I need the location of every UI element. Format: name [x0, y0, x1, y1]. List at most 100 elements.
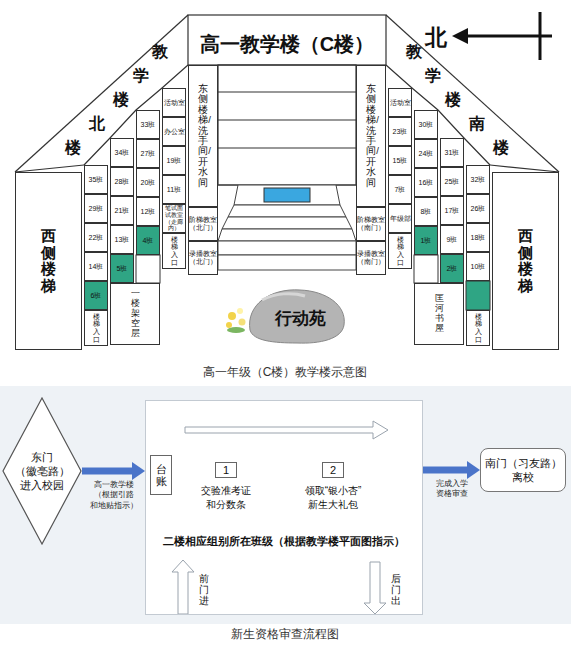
platform	[234, 185, 340, 205]
node-text: 17班	[445, 207, 460, 214]
room-cell: 录播教室（北门）	[188, 241, 218, 275]
node-text: 9班	[447, 236, 458, 243]
node-text: 34班	[115, 149, 130, 156]
node-text: 33班	[141, 121, 156, 128]
edge-label: 高一教学楼 （根据引路 和地贴指示）	[85, 480, 142, 511]
node-text: 楼梯入口	[171, 236, 178, 267]
room-cell: 6班	[84, 281, 108, 310]
room-cell: 楼梯入口	[162, 233, 186, 269]
node-text: 10班	[471, 263, 486, 270]
stair-step	[218, 229, 356, 241]
room-cell: 录播教室（南门）	[356, 241, 386, 275]
stair-step	[228, 205, 346, 217]
node-text: 14班	[89, 263, 104, 270]
hollow-arrow	[172, 560, 194, 614]
box-fill	[145, 400, 423, 615]
room-cell: 30班	[414, 110, 438, 139]
node-text: 年级部	[390, 215, 411, 222]
node-text: 2	[330, 464, 336, 477]
room-cell: 一楼架空层	[110, 283, 160, 345]
node-text: 35班	[89, 176, 104, 183]
stair-step	[218, 255, 356, 270]
room-cell: 1班	[414, 226, 438, 255]
room-cell: 34班	[110, 138, 134, 167]
room-cell: 2班	[440, 254, 464, 283]
flower	[228, 312, 236, 320]
node-text: 29班	[89, 205, 104, 212]
room-cell: 16班	[414, 168, 438, 197]
arrow-shaft	[82, 468, 134, 475]
node-text: 东门 （徽亳路） 进入校园	[13, 450, 70, 493]
node-text: 25班	[445, 178, 460, 185]
building-band: 高一教学楼（C楼）	[188, 25, 386, 63]
room-cell: 19班	[162, 146, 186, 175]
node-text: 22班	[89, 234, 104, 241]
arrow-head	[467, 461, 480, 479]
room-cell: 5班	[110, 254, 134, 283]
area-label: 教	[152, 42, 168, 63]
room-cell: 东侧楼梯/洗手间/开水间	[356, 65, 386, 207]
node-text: 32班	[471, 176, 486, 183]
step-box: 台账	[150, 455, 172, 495]
node-text: 2班	[447, 265, 458, 272]
area-label: 教	[406, 42, 422, 63]
room-cell: 20班	[136, 168, 160, 197]
node-text: 西侧楼梯	[41, 228, 56, 294]
room-cell: 22班	[84, 223, 108, 252]
arrow-head	[132, 462, 145, 480]
node-text: 15班	[393, 157, 408, 164]
room-cell: 楼梯入口	[388, 233, 412, 269]
node-text: 12班	[141, 208, 156, 215]
area-label: 北	[89, 114, 105, 135]
roof-line	[490, 165, 559, 172]
room-cell: 楼梯入口	[84, 310, 108, 346]
room-cell: 9班	[440, 225, 464, 254]
node-text: 东侧楼梯/洗手间/开水间	[198, 84, 208, 188]
node-text: 楼梯入口	[93, 313, 100, 344]
node-text: 16班	[419, 179, 434, 186]
roof-band	[188, 15, 386, 65]
node-text: 26班	[471, 205, 486, 212]
area-label: 行动苑	[275, 307, 326, 330]
room-cell: 17班	[440, 196, 464, 225]
end-box: 南门（习友路） 离校	[480, 448, 566, 492]
area-label: 楼	[445, 90, 461, 111]
process-box: 二楼相应组别所在班级（根据教学楼平面图指示）台账1交验准考证 和分数条2领取“银…	[145, 400, 423, 615]
room-cell: 15班	[388, 146, 412, 175]
room-cell: 4班	[136, 226, 160, 255]
floor-line	[218, 147, 356, 148]
stair-step	[218, 241, 356, 255]
room-cell: 匡河书屋	[414, 283, 464, 345]
node-text: 19班	[167, 157, 182, 164]
caption: 高一年级（C楼）教学楼示意图	[203, 364, 368, 381]
node-text: 21班	[115, 207, 130, 214]
node-text: 台账	[156, 463, 167, 487]
node-text: 阶梯教室（南门）	[357, 216, 385, 232]
area-label: 学	[425, 66, 441, 87]
node-text: 11班	[167, 186, 181, 193]
node-text: 4班	[143, 237, 154, 244]
room-cell: 阶梯教室（南门）	[356, 207, 386, 241]
blank-cell	[414, 255, 438, 283]
node-text: 匡河书屋	[435, 294, 444, 334]
start-diamond: 东门 （徽亳路） 进入校园	[2, 397, 82, 545]
node-text: 活动室	[390, 99, 411, 106]
flower	[239, 319, 246, 326]
node-text: 31班	[445, 149, 460, 156]
rock-highlight	[262, 294, 305, 300]
room-cell: 25班	[440, 167, 464, 196]
room-cell: 11班	[162, 175, 186, 204]
flower	[226, 322, 232, 328]
step-box: 1交验准考证 和分数条	[215, 462, 237, 478]
area-label: 楼	[65, 138, 81, 159]
node-text: 8班	[421, 208, 432, 215]
stair-step	[222, 217, 352, 229]
screen	[264, 188, 310, 202]
room-cell: 35班	[84, 165, 108, 194]
room-cell: 31班	[440, 138, 464, 167]
room-cell: 23班	[388, 117, 412, 146]
node-text: 1班	[421, 237, 432, 244]
node-text: 1	[223, 464, 229, 477]
edge-label: 完成入学 资格审查	[426, 479, 477, 500]
area-label: 学	[133, 66, 149, 87]
